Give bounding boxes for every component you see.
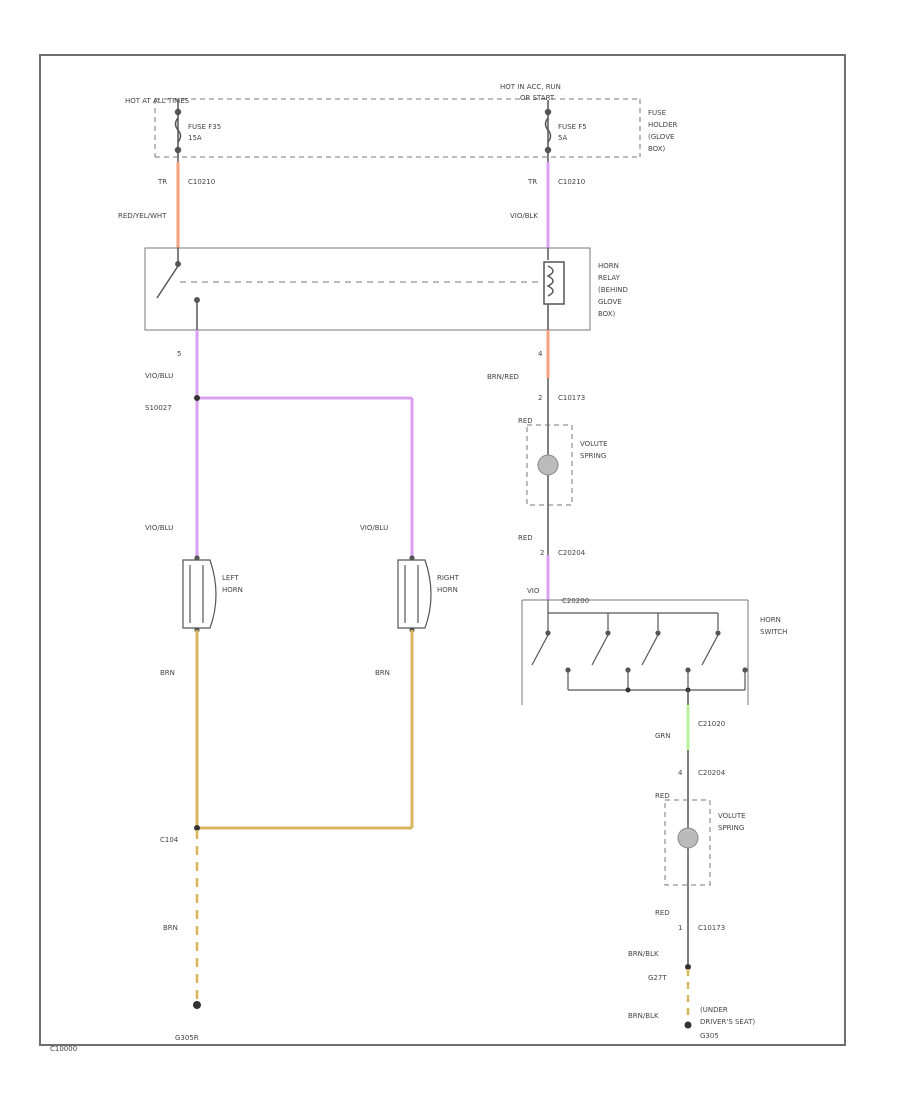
wire-label-grn: GRN [655, 732, 671, 740]
pin-2b: 2 [540, 549, 544, 557]
wire-label-red-b: RED [518, 534, 533, 542]
under-label-2: DRIVER'S SEAT) [700, 1018, 755, 1026]
fuse-left-label: FUSE F35 [188, 123, 221, 131]
relay-coil [543, 248, 565, 330]
conn-c20b-label: C20200 [562, 597, 589, 605]
wire-label-vio-blk: VIO/BLK [510, 212, 538, 220]
relay-label-3: (BEHIND [598, 286, 628, 294]
pin-tr-right: TR [527, 178, 537, 186]
diagram-frame [39, 54, 846, 1046]
wire-label-red-a: RED [518, 417, 533, 425]
relay-label-4: GLOVE [598, 298, 622, 306]
conn-c20-label: C20204 [558, 549, 586, 557]
splice-g27t [685, 964, 691, 970]
fuse-holder-3: (GLOVE [648, 133, 674, 141]
hot-right-sub-label: OR START [520, 94, 555, 102]
conn-c20d-label: C20204 [698, 769, 726, 777]
conn-right-top: C10210 [558, 178, 585, 186]
fuse-holder-1: FUSE [648, 109, 666, 117]
fuse-holder-4: BOX) [648, 145, 666, 153]
wire-label-red-d: RED [655, 909, 670, 917]
fuse-f5 [544, 100, 552, 162]
wire-label-red-yel-wht: RED/YEL/WHT [118, 212, 167, 220]
splice-bottom-label: C104 [160, 836, 179, 844]
horn-switch-label-1: HORN [760, 616, 781, 624]
relay-switch-contact [156, 248, 200, 330]
corner-id-label: C10000 [50, 1045, 77, 1053]
wire-label-brn-3: BRN [163, 924, 178, 932]
pin-4: 4 [538, 350, 543, 358]
wire-label-vio-blu-3: VIO/BLU [360, 524, 388, 532]
wire-label-vio-blu-2: VIO/BLU [145, 524, 173, 532]
under-label-1: (UNDER [700, 1006, 728, 1014]
hot-right-label: HOT IN ACC, RUN [500, 83, 561, 91]
conn-left-top: C10210 [188, 178, 215, 186]
wire-label-brn-red: BRN/RED [487, 373, 519, 381]
pin-tr-left: TR [157, 178, 167, 186]
volute-2-label-b: SPRING [718, 824, 744, 832]
fuse-f35 [174, 100, 182, 162]
pin-2a: 2 [538, 394, 542, 402]
volute-1-label-b: SPRING [580, 452, 606, 460]
left-horn [182, 555, 217, 633]
fuse-right-label: FUSE F5 [558, 123, 587, 131]
conn-c10b-label: C10173 [698, 924, 725, 932]
splice-c104 [194, 825, 200, 831]
splice-s10027 [194, 395, 200, 401]
volute-spring-2-box [664, 799, 711, 886]
relay-label-1: HORN [598, 262, 619, 270]
pin-5: 5 [177, 350, 181, 358]
hot-left-label: HOT AT ALL TIMES [125, 97, 190, 105]
conn-c20c-label: C21020 [698, 720, 725, 728]
volute-2-label-a: VOLUTE [718, 812, 746, 820]
wire-label-red-c: RED [655, 792, 670, 800]
volute-1-label-a: VOLUTE [580, 440, 608, 448]
pin-1: 1 [678, 924, 682, 932]
switch-junction-1 [625, 687, 631, 693]
horn-switch-label-2: SWITCH [760, 628, 787, 636]
volute-spring-2-coil [677, 827, 699, 849]
horn-relay-box [144, 247, 591, 331]
wire-label-brn-2: BRN [375, 669, 390, 677]
volute-spring-1-box [526, 424, 573, 506]
ground-right-point [684, 1021, 692, 1029]
conn-c10-label: C10173 [558, 394, 585, 402]
wire-label-brn-blk-2: BRN/BLK [628, 1012, 659, 1020]
relay-label-5: BOX) [598, 310, 616, 318]
relay-label-2: RELAY [598, 274, 621, 282]
ground-left-label: G305R [175, 1034, 199, 1042]
fuse-holder-2: HOLDER [648, 121, 677, 129]
right-horn [397, 555, 432, 633]
wire-label-vio-blu-1: VIO/BLU [145, 372, 173, 380]
left-horn-label-1: LEFT [222, 574, 239, 582]
fuse-left-amp: 15A [188, 134, 202, 142]
ground-right-label: G305 [700, 1032, 719, 1040]
splice-left-label: S10027 [145, 404, 172, 412]
wire-label-brn-1: BRN [160, 669, 175, 677]
fuse-right-amp: 5A [558, 134, 567, 142]
right-horn-label-2: HORN [437, 586, 458, 594]
fuse-holder [154, 98, 641, 158]
wire-label-vio: VIO [527, 587, 540, 595]
right-horn-label-1: RIGHT [437, 574, 460, 582]
volute-spring-1-coil [537, 454, 559, 476]
labels: HOT AT ALL TIMES HOT IN ACC, RUN OR STAR… [50, 83, 787, 1053]
horn-switch [521, 599, 749, 705]
conn-g-label: G27T [648, 974, 667, 982]
pin-4b: 4 [678, 769, 683, 777]
left-horn-label-2: HORN [222, 586, 243, 594]
ground-left-point [193, 1001, 201, 1009]
wire-label-brn-blk-1: BRN/BLK [628, 950, 659, 958]
